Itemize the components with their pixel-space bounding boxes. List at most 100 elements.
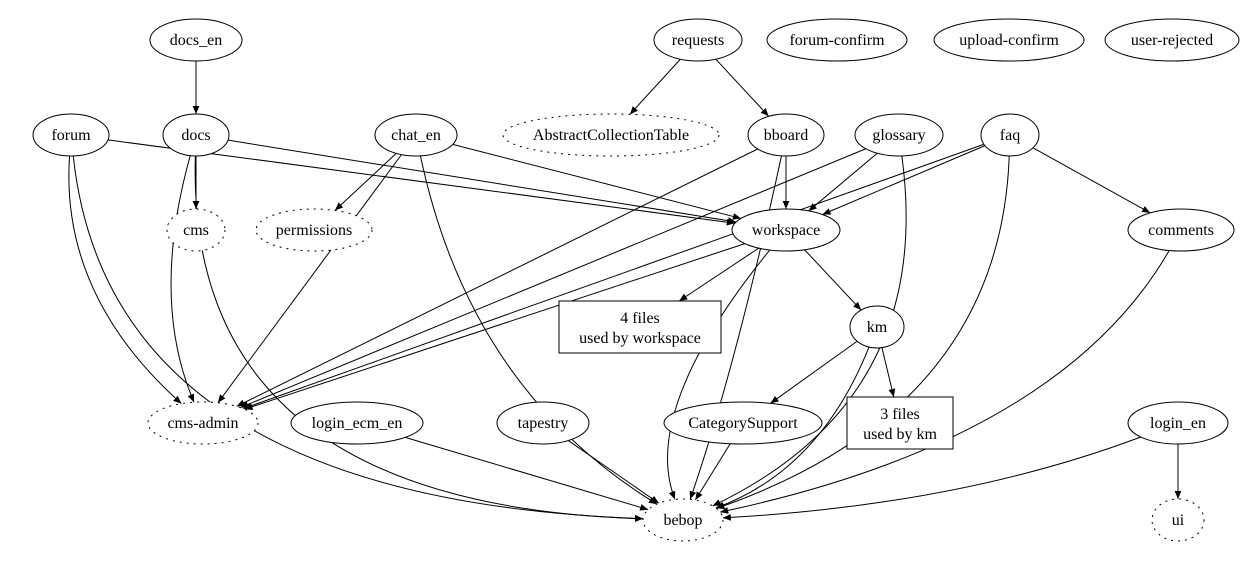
node-shape-glossary — [854, 113, 944, 157]
node-shape-forum — [32, 113, 110, 157]
edge-workspace-to-km — [804, 249, 862, 311]
edge-docs-to-workspace — [227, 139, 737, 225]
node-label-forum-confirm: forum-confirm — [789, 32, 885, 49]
node-label-faq: faq — [1000, 127, 1020, 144]
node-shape-comments — [1127, 208, 1235, 252]
edge-login_ecm_en-to-bebop — [405, 436, 649, 511]
edge-faq-to-workspace — [822, 145, 986, 215]
node-cms: cms — [166, 208, 226, 252]
node-shape-user-rejected — [1104, 18, 1240, 62]
edge-forum-to-bebop — [72, 155, 644, 522]
edge-chat_en-to-workspace — [452, 143, 742, 220]
edge-glossary-to-bebop — [712, 155, 907, 507]
node-ui: ui — [1151, 498, 1205, 542]
node-shape-cms-admin — [147, 401, 259, 445]
edge-tapestry-to-bebop — [568, 440, 660, 504]
edge-bboard-to-cms-admin — [236, 148, 758, 407]
node-CategorySupport: CategorySupport — [663, 401, 823, 445]
node-shape-login_en — [1127, 401, 1229, 445]
node-bboard: bboard — [747, 113, 825, 157]
node-label-km: km — [867, 319, 888, 336]
node-label-CategorySupport: CategorySupport — [688, 415, 798, 432]
node-shape-chat_en — [374, 113, 458, 157]
edge-requests-to-bboard — [715, 58, 770, 117]
node-glossary: glossary — [854, 113, 944, 157]
node-shape-files_workspace — [558, 300, 722, 354]
node-label-bebop: bebop — [663, 512, 702, 529]
node-workspace: workspace — [731, 208, 841, 252]
edge-km-to-bebop — [715, 346, 870, 509]
node-faq: faq — [980, 113, 1040, 157]
node-label-user-rejected: user-rejected — [1131, 32, 1213, 49]
node-shape-requests — [653, 18, 743, 62]
node-shape-upload-confirm — [933, 18, 1085, 62]
edge-comments-to-bebop — [719, 250, 1170, 514]
node-bebop: bebop — [642, 498, 724, 542]
node-shape-bboard — [747, 113, 825, 157]
node-shape-AbstractCollectionTable — [502, 113, 720, 157]
node-shape-docs_en — [149, 18, 243, 62]
edge-km-to-CategorySupport — [770, 340, 858, 404]
edge-docs-to-cms-admin — [170, 155, 195, 403]
node-tapestry: tapestry — [496, 401, 590, 445]
node-label-requests: requests — [672, 32, 724, 49]
edge-glossary-to-workspace — [808, 152, 878, 212]
node-shape-km — [849, 305, 905, 349]
node-shape-tapestry — [496, 401, 590, 445]
edge-chat_en-to-bebop — [419, 155, 658, 505]
node-shape-forum-confirm — [766, 18, 908, 62]
edge-forum-to-cms-admin — [68, 155, 182, 405]
node-label-login_ecm_en: login_ecm_en — [312, 415, 403, 432]
edge-faq-to-comments — [1032, 147, 1151, 214]
edge-workspace-to-cms-admin — [244, 243, 746, 410]
node-shape-files_km — [846, 396, 954, 450]
node-requests: requests — [653, 18, 743, 62]
edge-requests-to-AbstractCollectionTable — [629, 58, 681, 115]
node-km: km — [849, 305, 905, 349]
edge-chat_en-to-permissions — [334, 153, 397, 211]
node-label-cms-admin: cms-admin — [167, 415, 238, 432]
node-forum-confirm: forum-confirm — [766, 18, 908, 62]
node-shape-faq — [980, 113, 1040, 157]
node-upload-confirm: upload-confirm — [933, 18, 1085, 62]
node-shape-bebop — [642, 498, 724, 542]
edge-glossary-to-cms-admin — [240, 148, 866, 409]
node-shape-cms — [166, 208, 226, 252]
node-AbstractCollectionTable: AbstractCollectionTable — [502, 113, 720, 157]
edge-faq-to-bebop — [716, 155, 1010, 509]
edge-CategorySupport-to-bebop — [694, 443, 731, 501]
edge-faq-to-cms-admin — [243, 143, 985, 410]
node-label-forum: forum — [51, 127, 91, 144]
edge-km-to-files_km — [881, 347, 896, 398]
node-label-comments: comments — [1148, 222, 1214, 239]
edge-workspace-to-files_workspace — [678, 247, 759, 302]
node-shape-docs — [162, 113, 230, 157]
node-shape-permissions — [255, 208, 373, 252]
node-chat_en: chat_en — [374, 113, 458, 157]
node-label-AbstractCollectionTable: AbstractCollectionTable — [533, 127, 689, 144]
node-label-glossary: glossary — [872, 127, 925, 144]
node-login_ecm_en: login_ecm_en — [290, 401, 424, 445]
node-shape-login_ecm_en — [290, 401, 424, 445]
node-label-chat_en: chat_en — [391, 127, 441, 144]
node-label-docs_en: docs_en — [170, 32, 222, 49]
edge-workspace-to-bebop — [667, 249, 771, 500]
node-comments: comments — [1127, 208, 1235, 252]
node-docs: docs — [162, 113, 230, 157]
node-forum: forum — [32, 113, 110, 157]
node-label-permissions: permissions — [276, 222, 352, 239]
node-login_en: login_en — [1127, 401, 1229, 445]
node-shape-workspace — [731, 208, 841, 252]
node-label-upload-confirm: upload-confirm — [959, 32, 1059, 49]
node-label-bboard: bboard — [764, 127, 808, 144]
node-label-tapestry: tapestry — [518, 415, 569, 432]
node-label-login_en: login_en — [1150, 415, 1206, 432]
node-docs_en: docs_en — [149, 18, 243, 62]
edge-login_en-to-bebop — [722, 436, 1141, 521]
